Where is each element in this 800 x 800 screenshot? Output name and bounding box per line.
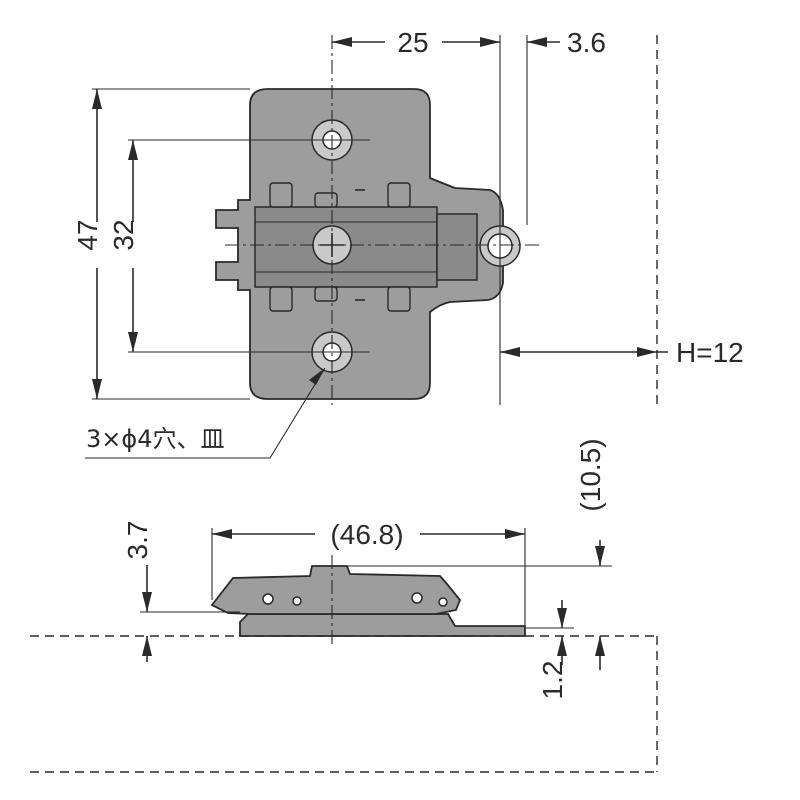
dim-top-width: 25: [397, 27, 428, 58]
dim-side-total: (10.5): [575, 438, 606, 511]
dim-side-length: (46.8): [330, 519, 403, 550]
hole-note-leader: [85, 367, 326, 459]
plate-slot: [314, 192, 338, 208]
pivot-ear: [436, 213, 478, 281]
plate-slot: [387, 286, 411, 312]
dim-height-outer: 47: [72, 219, 103, 250]
dim-side-height: 3.7: [122, 521, 153, 560]
plate-slot: [269, 286, 293, 312]
dim-top-offset: 3.6: [567, 27, 606, 58]
dim-height-h: H=12: [676, 337, 744, 368]
plate-slot: [387, 182, 411, 208]
hole-note: 3×ϕ4穴、皿: [86, 425, 224, 453]
side-upper-body: [210, 565, 462, 615]
plate-slot: [314, 286, 338, 302]
side-view: (46.8) 3.7 (10.5) 1.2: [30, 438, 658, 773]
top-view: 25 3.6 47 32 H=12 3×ϕ4穴、皿: [72, 27, 744, 459]
dim-height-inner: 32: [108, 219, 139, 250]
dim-side-base: 1.2: [537, 661, 568, 700]
side-base-plate: [239, 613, 526, 637]
plate-slot: [269, 182, 293, 208]
